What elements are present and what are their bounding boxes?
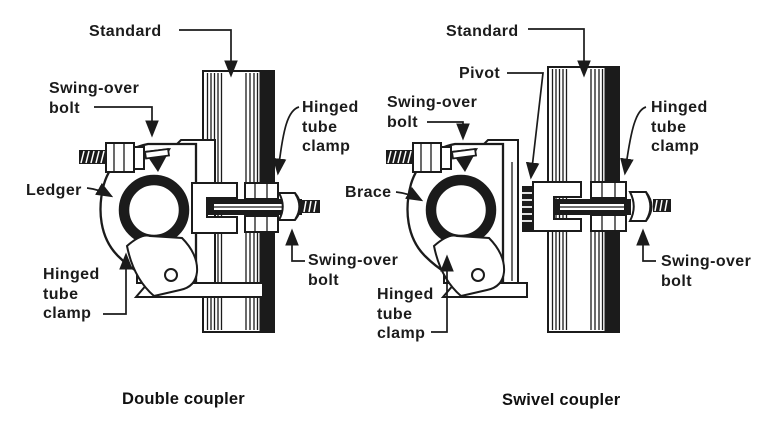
double-coupler-drawing [79,29,320,333]
label-hinged-tube-clamp-right-right: Hinged tube clamp [651,99,708,155]
label-hinged-tube-clamp-right-left: Hinged tube clamp [302,99,359,155]
hinged-tube-clamp-bracket [532,181,631,232]
caption-double-coupler: Double coupler [122,390,245,408]
leader-hinged-clamp-bottom-right [431,254,454,333]
label-swing-over-bolt-top-left: Swing-over bolt [49,80,140,117]
label-pivot: Pivot [459,65,501,82]
leader-brace [395,186,424,202]
caption-swivel-coupler: Swivel coupler [502,391,621,409]
hinged-tube-clamp-bracket [191,182,302,234]
leader-swing-over-top-left [94,106,159,138]
hinge-arm [432,234,506,298]
label-swing-over-bolt-bottom-left: Swing-over bolt [308,252,399,289]
leader-swing-over-bottom-right [636,228,656,262]
leader-ledger [86,182,114,198]
label-ledger: Ledger [26,182,82,199]
swing-over-bolt-side-assembly [244,182,320,233]
label-swing-over-bolt-top-right: Swing-over bolt [387,94,478,131]
leader-hinged-clamp-right-right [620,106,647,176]
pivot-joint [522,186,533,232]
label-brace: Brace [345,184,392,201]
label-swing-over-bolt-bottom-right: Swing-over bolt [661,253,752,290]
leader-swing-over-bottom-left [285,228,305,262]
leader-standard-right [528,28,591,78]
leader-hinged-clamp-bottom-left [103,252,133,315]
swing-over-bolt-top-assembly [79,142,171,173]
leader-pivot [507,72,544,180]
hinge-arm [125,234,199,298]
ledger-tube-ring [118,174,190,246]
swing-over-bolt-top-assembly [386,142,478,173]
label-standard-left: Standard [89,23,162,40]
leader-hinged-clamp-right-left [272,106,300,176]
swivel-coupler-drawing [386,28,671,333]
label-hinged-tube-clamp-bottom-right: Hinged tube clamp [377,286,434,342]
swing-over-bolt-side-assembly [590,181,671,232]
brace-tube-ring [425,174,497,246]
leader-swing-over-top-right [427,121,470,141]
label-standard-right: Standard [446,23,519,40]
label-hinged-tube-clamp-bottom-left: Hinged tube clamp [43,266,100,322]
leader-standard-left [179,29,238,78]
